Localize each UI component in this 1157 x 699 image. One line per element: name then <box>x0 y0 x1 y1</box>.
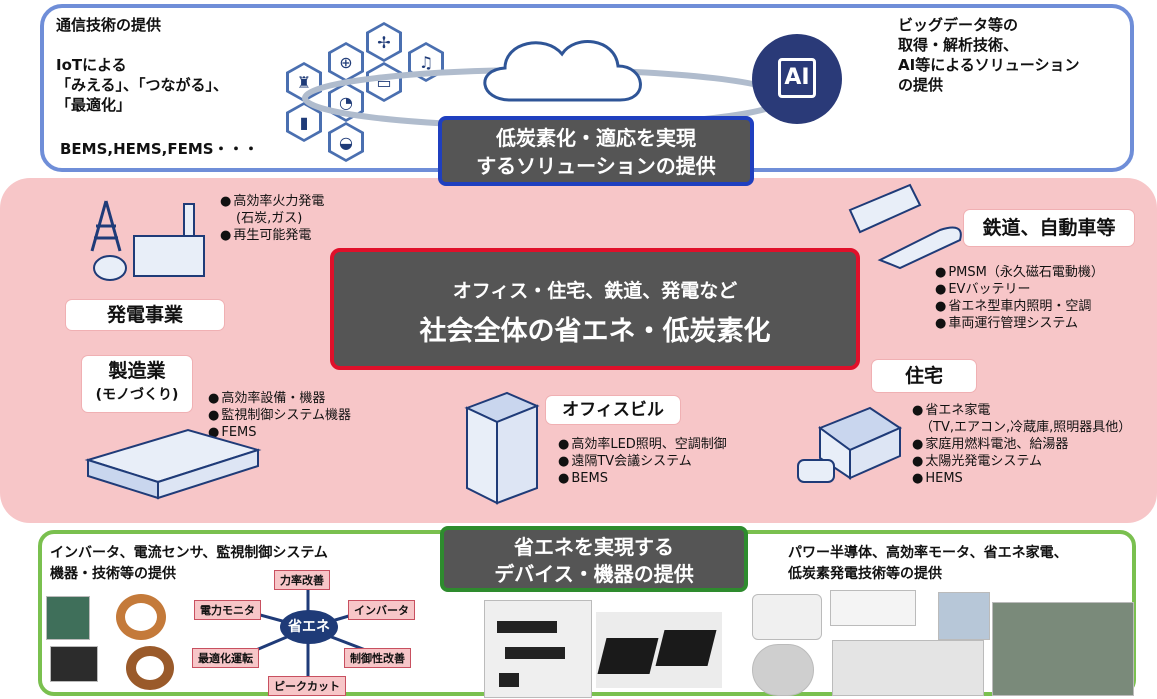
center-line1: オフィス・住宅、鉄道、発電など <box>452 280 738 302</box>
ai-chip-icon: AI <box>752 34 842 124</box>
toroid-photo-2 <box>126 646 174 690</box>
manufacturing-label-2: (モノづくり) <box>95 387 179 403</box>
device-banner: 省エネを実現する デバイス・機器の提供 <box>440 526 748 592</box>
manufacturing-label: 製造業 (モノづくり) <box>82 356 192 412</box>
power-bullets: 高効率火力発電 (石炭,ガス) 再生可能発電 <box>220 193 324 244</box>
manufacturing-bullets: 高効率設備・機器 監視制御システム機器 FEMS <box>208 390 351 441</box>
power-bullet-1: 高効率火力発電 <box>220 193 324 210</box>
equipment-photo <box>832 640 984 696</box>
pill-power-factor: 力率改善 <box>274 570 330 590</box>
ceiling-light-photo <box>752 594 822 640</box>
rail-label: 鉄道、自動車等 <box>964 210 1134 246</box>
pill-peak-cut: ピークカット <box>268 676 346 696</box>
housing-bullet-1b: （TV,エアコン,冷蔵庫,照明器具他） <box>920 420 1132 435</box>
pill-power-monitor: 電力モニタ <box>194 600 261 620</box>
manufacturing-bullet-3: FEMS <box>208 424 351 441</box>
pill-inverter: インバータ <box>348 600 415 620</box>
housing-bullet-2: 家庭用燃料電池、給湯器 <box>912 436 1131 453</box>
bottom-left-text-2: 機器・技術等の提供 <box>50 566 176 582</box>
manufacturing-label-1: 製造業 <box>108 360 166 382</box>
housing-label: 住宅 <box>872 360 976 392</box>
semiconductor-photo <box>484 600 592 698</box>
bigdata-text-3: AI等によるソリューション <box>898 56 1080 74</box>
bigdata-text-2: 取得・解析技術、 <box>898 36 1019 54</box>
solution-banner: 低炭素化・適応を実現 するソリューションの提供 <box>438 116 754 186</box>
solution-banner-line1: 低炭素化・適応を実現 <box>496 126 696 150</box>
device-banner-line2: デバイス・機器の提供 <box>494 562 694 586</box>
office-bullet-2: 遠隔TV会議システム <box>558 453 727 470</box>
rail-bullets: PMSM（永久磁石電動機） EVバッテリー 省エネ型車内照明・空調 車両運行管理… <box>935 264 1104 332</box>
manufacturing-bullet-2: 監視制御システム機器 <box>208 407 351 424</box>
device-banner-line1: 省エネを実現する <box>514 535 674 559</box>
toroid-photo-1 <box>116 594 166 640</box>
train-truck-icon <box>848 183 962 270</box>
bottom-right-text-1: パワー半導体、高効率モータ、省エネ家電、 <box>788 545 1068 561</box>
air-conditioner-photo <box>830 590 916 626</box>
comm-title: 通信技術の提供 <box>56 16 162 34</box>
pill-optimized-operation: 最適化運転 <box>192 648 259 668</box>
pill-control-improvement: 制御性改善 <box>344 648 411 668</box>
iot-text-3: 「最適化」 <box>56 96 132 114</box>
factory-icon <box>84 428 262 500</box>
rail-bullet-1: PMSM（永久磁石電動機） <box>935 264 1104 281</box>
generator-photo <box>992 602 1134 696</box>
power-plant-icon <box>90 200 205 281</box>
iot-text-2: 「みえる」、「つながる」、 <box>56 76 229 94</box>
manufacturing-bullet-1: 高効率設備・機器 <box>208 390 351 407</box>
power-bullet-1b: (石炭,ガス) <box>236 211 303 226</box>
component-photo-1 <box>46 596 90 640</box>
office-building-icon <box>464 391 540 505</box>
bottom-left-text-1: インバータ、電流センサ、監視制御システム <box>50 545 328 561</box>
solution-banner-line2: するソリューションの提供 <box>476 154 716 178</box>
office-bullet-1: 高効率LED照明、空調制御 <box>558 436 726 453</box>
motor-photo <box>752 644 814 696</box>
car-icon: ◒ <box>328 122 364 162</box>
component-photo-2 <box>50 646 98 682</box>
power-label: 発電事業 <box>66 300 224 330</box>
rail-bullet-3: 省エネ型車内照明・空調 <box>935 298 1104 315</box>
house-icon <box>797 406 903 483</box>
hub-node: 省エネ <box>280 610 338 644</box>
bigdata-text-4: の提供 <box>898 76 944 94</box>
housing-bullet-1: 省エネ家電 <box>912 402 1131 419</box>
center-line2: 社会全体の省エネ・低炭素化 <box>419 316 771 347</box>
center-box: オフィス・住宅、鉄道、発電など 社会全体の省エネ・低炭素化 <box>330 248 860 370</box>
housing-bullet-3: 太陽光発電システム <box>912 453 1131 470</box>
bottom-right-text-2: 低炭素発電技術等の提供 <box>788 566 942 582</box>
power-bullet-2: 再生可能発電 <box>220 227 324 244</box>
power-line-photo <box>938 592 990 640</box>
rail-bullet-2: EVバッテリー <box>935 281 1104 298</box>
office-bullet-3: BEMS <box>558 470 727 487</box>
bigdata-text-1: ビッグデータ等の <box>898 16 1019 34</box>
office-bullets: 高効率LED照明、空調制御 遠隔TV会議システム BEMS <box>558 436 727 487</box>
ems-text: BEMS,HEMS,FEMS・・・ <box>60 140 259 158</box>
housing-bullet-4: HEMS <box>912 470 1131 487</box>
housing-bullets: 省エネ家電 （TV,エアコン,冷蔵庫,照明器具他） 家庭用燃料電池、給湯器 太陽… <box>912 402 1131 487</box>
office-label: オフィスビル <box>546 396 680 424</box>
ai-chip-label: AI <box>778 58 816 98</box>
rail-bullet-4: 車両運行管理システム <box>935 315 1104 332</box>
power-module-photo <box>596 612 722 688</box>
iot-text-1: IoTによる <box>56 56 127 74</box>
